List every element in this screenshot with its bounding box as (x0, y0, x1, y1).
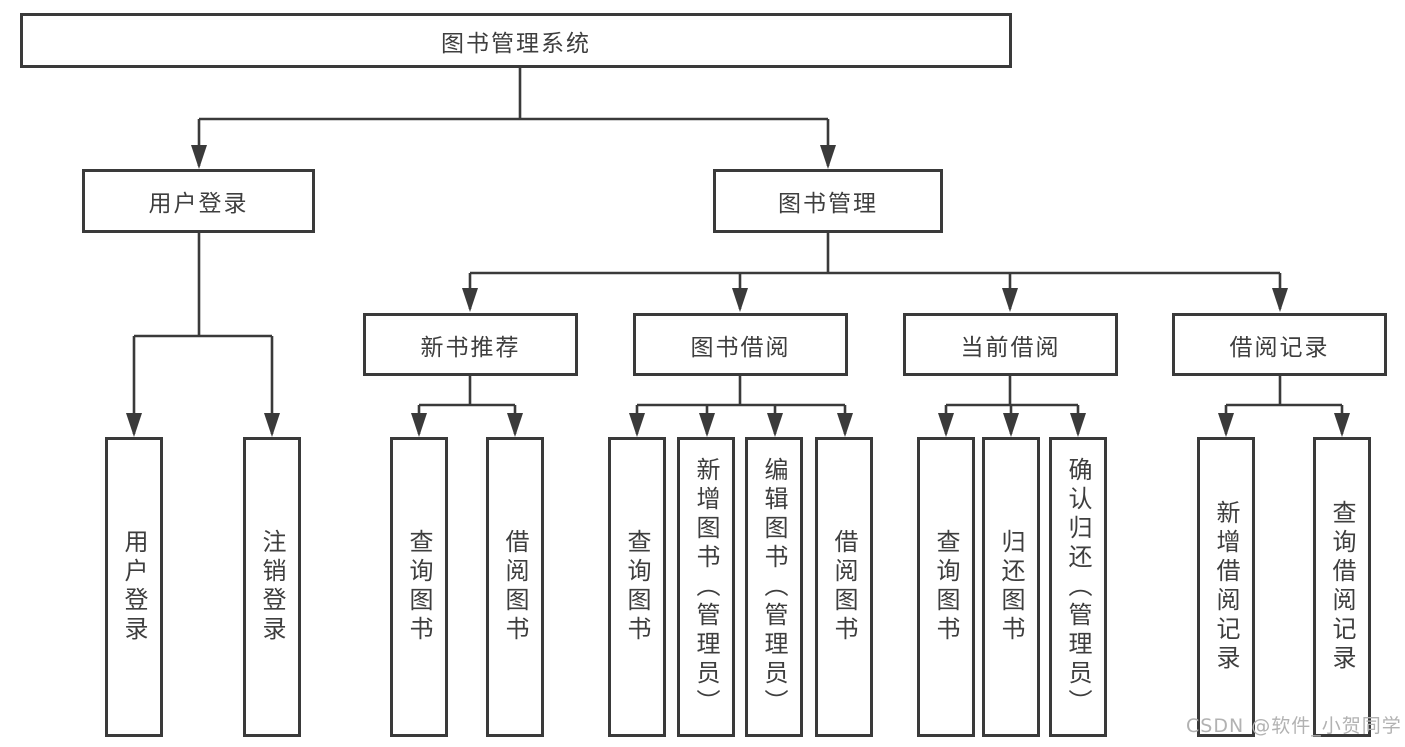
node-new-book-recommend: 新书推荐 (363, 313, 578, 376)
leaf-add-borrow-record: 新增借阅记录 (1197, 437, 1255, 737)
node-current-borrow: 当前借阅 (903, 313, 1118, 376)
leaf-edit-books-admin: 编辑图书（管理员） (745, 437, 803, 737)
leaf-query-books-b: 查询图书 (608, 437, 666, 737)
leaf-query-borrow-record: 查询借阅记录 (1313, 437, 1371, 737)
leaf-borrow-books-b: 借阅图书 (815, 437, 873, 737)
leaf-add-books-admin: 新增图书（管理员） (677, 437, 735, 737)
node-book-borrow: 图书借阅 (633, 313, 848, 376)
leaf-logout: 注销登录 (243, 437, 301, 737)
leaf-query-books-a: 查询图书 (390, 437, 448, 737)
branch-new-book-rec (411, 376, 523, 437)
leaf-borrow-books-a: 借阅图书 (486, 437, 544, 737)
leaf-query-books-c: 查询图书 (917, 437, 975, 737)
branch-user-login (126, 233, 280, 437)
branch-current-borrow (938, 376, 1086, 437)
leaf-user-login: 用户登录 (105, 437, 163, 737)
csdn-watermark: CSDN @软件_小贺同学 (1186, 715, 1402, 737)
leaf-confirm-return-admin: 确认归还（管理员） (1049, 437, 1107, 737)
branch-borrow-record (1218, 376, 1350, 437)
node-book-management: 图书管理 (713, 169, 943, 233)
branch-root (191, 68, 836, 169)
node-library-management-system: 图书管理系统 (20, 13, 1012, 68)
branch-book-management (462, 233, 1288, 312)
node-borrow-record: 借阅记录 (1172, 313, 1387, 376)
leaf-return-books: 归还图书 (982, 437, 1040, 737)
node-user-login: 用户登录 (82, 169, 315, 233)
branch-book-borrow (629, 376, 853, 437)
